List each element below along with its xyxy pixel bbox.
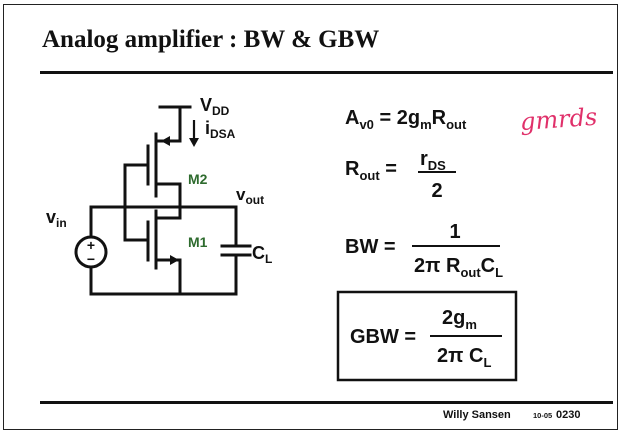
- vin-label: vin: [46, 207, 67, 230]
- gbw-box: [336, 290, 518, 382]
- current-arrow-head: [189, 138, 199, 147]
- slide-title: Analog amplifier : BW & GBW: [42, 26, 380, 53]
- cl-label: CL: [252, 243, 272, 266]
- m1-source-arrow: [170, 255, 179, 265]
- rout-numerator: rDS: [420, 148, 446, 173]
- footer-author: Willy Sansen: [443, 409, 511, 421]
- gain-equation: Av0 = 2gmRout: [345, 107, 467, 132]
- rout-denominator: 2: [431, 180, 442, 202]
- bw-numerator: 1: [449, 221, 460, 243]
- footer-rule: [40, 401, 613, 404]
- m2-source-arrow: [161, 136, 170, 146]
- gbw-numerator: 2gm: [442, 307, 477, 332]
- bw-equation-lhs: BW =: [345, 236, 396, 258]
- title-rule: [40, 71, 613, 74]
- gbw-equation-lhs: GBW =: [350, 326, 416, 348]
- gbw-denominator: 2π CL: [437, 345, 491, 370]
- source-plus-sign: +: [87, 237, 95, 253]
- input-source-symbol: [74, 235, 108, 269]
- m1-label: M1: [188, 234, 208, 250]
- handwritten-annotation: gmrds: [519, 103, 598, 136]
- slide-frame: [3, 4, 618, 430]
- footer-slide-number: 0230: [556, 409, 581, 421]
- vdd-label: VDD: [200, 95, 230, 118]
- current-label: iDSA: [205, 118, 236, 141]
- vout-label: vout: [236, 185, 264, 207]
- footer-date-code: 10-05: [533, 411, 553, 420]
- source-minus-sign: −: [87, 251, 95, 267]
- m2-label: M2: [188, 171, 208, 187]
- bw-denominator: 2π RoutCL: [414, 255, 503, 280]
- rout-equation-lhs: Rout =: [345, 158, 397, 183]
- circuit-arrows: [161, 120, 199, 265]
